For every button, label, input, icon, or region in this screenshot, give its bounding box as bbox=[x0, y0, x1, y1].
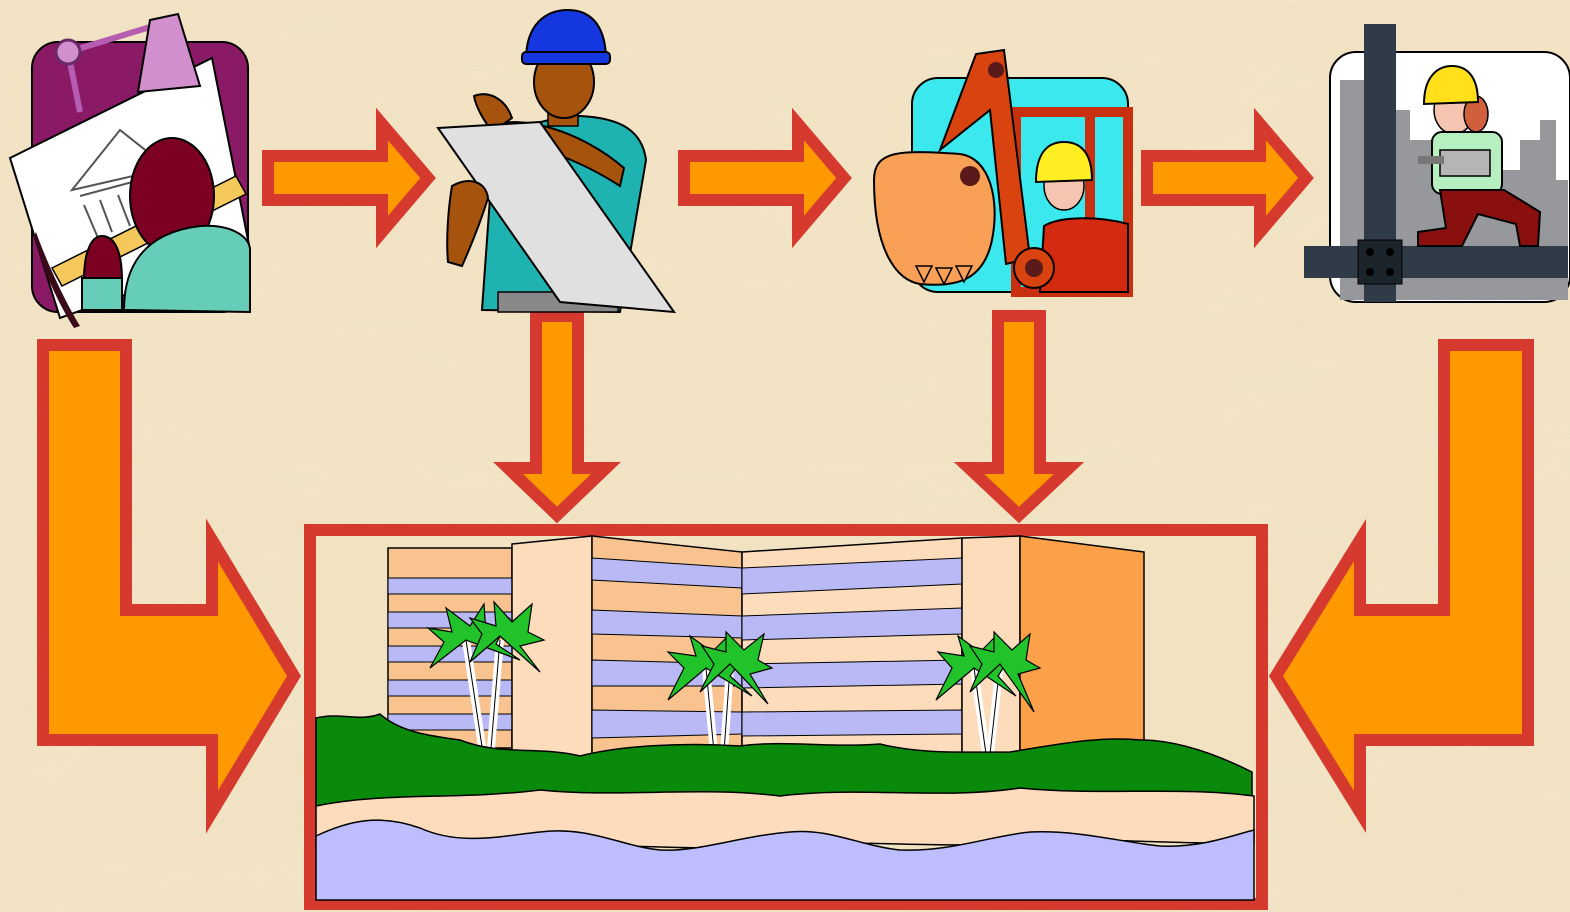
arrow-design-to-planning bbox=[262, 107, 436, 249]
arrow-excavation-down bbox=[953, 310, 1085, 524]
palm-tree-icon bbox=[935, 630, 1042, 755]
engineer-with-blueprint-icon bbox=[436, 8, 677, 314]
palm-tree-icon bbox=[426, 600, 546, 761]
arrow-planning-to-excavation bbox=[678, 107, 852, 249]
beachfront-hotel-icon bbox=[304, 524, 1268, 910]
palm-tree-icon bbox=[666, 630, 774, 753]
arrow-planning-down bbox=[493, 310, 621, 524]
arrow-construction-to-result bbox=[1268, 339, 1534, 834]
architect-drafting-icon bbox=[8, 12, 252, 328]
excavator-icon bbox=[872, 48, 1133, 297]
arrow-excavation-to-construction bbox=[1141, 107, 1314, 249]
arrow-design-to-result bbox=[37, 339, 302, 834]
construction-worker-drilling-icon bbox=[1304, 24, 1570, 303]
